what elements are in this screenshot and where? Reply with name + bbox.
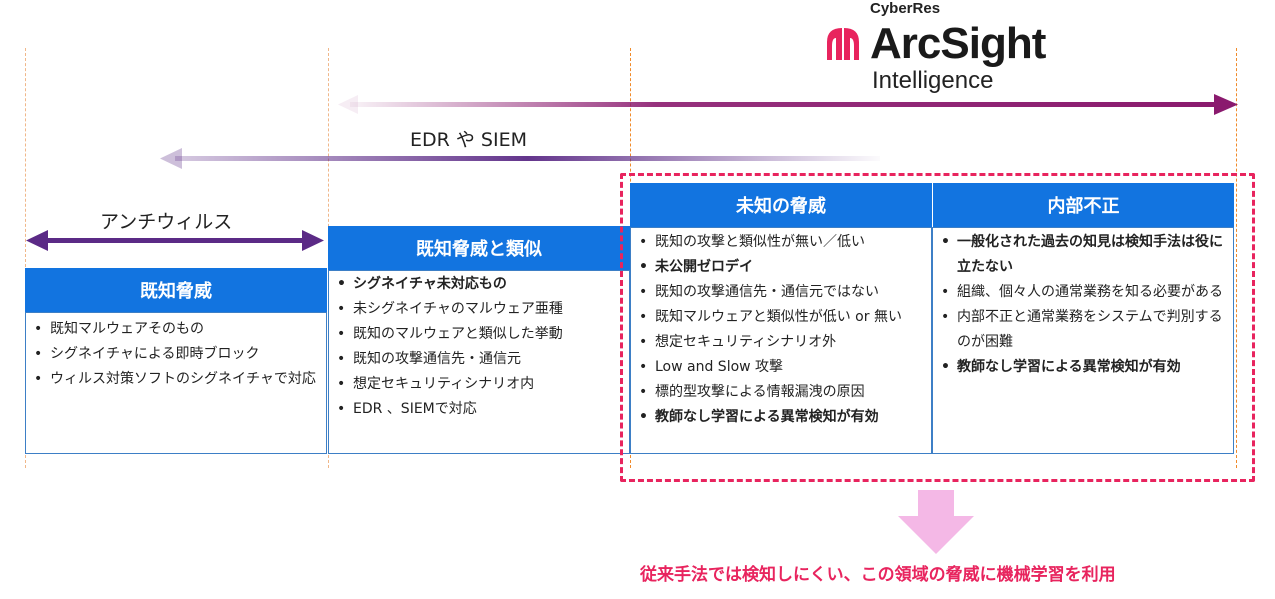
list-item: Low and Slow 攻撃 (633, 355, 929, 380)
list-item: 未公開ゼロデイ (633, 255, 929, 280)
column-header-known-threats: 既知脅威 (25, 268, 327, 312)
column-header-insider-threats: 内部不正 (932, 183, 1234, 227)
arcsight-logo-text: ArcSight (870, 19, 1046, 68)
list-known-threats: 既知マルウェアそのもの シグネイチャによる即時ブロック ウィルス対策ソフトのシグ… (28, 317, 324, 392)
list-insider-threats: 一般化された過去の知見は検知手法は役に立たない 組織、個々人の通常業務を知る必要… (935, 230, 1227, 380)
arcsight-logo-icon (827, 28, 859, 60)
list-item: 既知の攻撃通信先・通信元 (331, 347, 627, 372)
list-item: 既知マルウェアそのもの (28, 317, 324, 342)
list-item: シグネイチャ未対応もの (331, 272, 627, 297)
list-item: 既知の攻撃と類似性が無い／低い (633, 230, 929, 255)
column-header-unknown-threats: 未知の脅威 (630, 183, 932, 227)
edr-range-arrow (160, 148, 880, 169)
focus-region-highlight (620, 173, 1255, 482)
list-item: 標的型攻撃による情報漏洩の原因 (633, 380, 929, 405)
intelligence-logo-text: Intelligence (872, 67, 994, 94)
list-item: 想定セキュリティシナリオ外 (633, 330, 929, 355)
list-unknown-threats: 既知の攻撃と類似性が無い／低い 未公開ゼロデイ 既知の攻撃通信先・通信元ではない… (633, 230, 929, 430)
list-item: 一般化された過去の知見は検知手法は役に立たない (935, 230, 1227, 280)
guide-line-4 (1236, 48, 1237, 468)
list-item: 既知マルウェアと類似性が低い or 無い (633, 305, 929, 330)
antivirus-label: アンチウィルス (100, 211, 233, 233)
list-item: 既知の攻撃通信先・通信元ではない (633, 280, 929, 305)
list-similar-threats: シグネイチャ未対応もの 未シグネイチャのマルウェア亜種 既知のマルウェアと類似し… (331, 272, 627, 422)
antivirus-range-arrow (26, 230, 324, 251)
list-item: ウィルス対策ソフトのシグネイチャで対応 (28, 367, 324, 392)
list-item: シグネイチャによる即時ブロック (28, 342, 324, 367)
list-item: 想定セキュリティシナリオ内 (331, 372, 627, 397)
down-arrow-icon (898, 490, 974, 554)
column-header-similar-threats: 既知脅威と類似 (328, 226, 630, 270)
list-item: 未シグネイチャのマルウェア亜種 (331, 297, 627, 322)
conclusion-text: 従来手法では検知しにくい、この領域の脅威に機械学習を利用 (640, 565, 1116, 585)
cyberres-logo-text: CyberRes (870, 0, 941, 17)
list-item: 既知のマルウェアと類似した挙動 (331, 322, 627, 347)
list-item: 教師なし学習による異常検知が有効 (935, 355, 1227, 380)
edr-siem-label: EDR や SIEM (410, 129, 527, 151)
list-item: 組織、個々人の通常業務を知る必要がある (935, 280, 1227, 305)
list-item: 内部不正と通常業務をシステムで判別するのが困難 (935, 305, 1227, 355)
range-arrows (26, 94, 1238, 251)
arcsight-range-arrow (338, 94, 1238, 115)
list-item: 教師なし学習による異常検知が有効 (633, 405, 929, 430)
guide-line-1 (25, 48, 26, 468)
list-item: EDR 、SIEMで対応 (331, 397, 627, 422)
